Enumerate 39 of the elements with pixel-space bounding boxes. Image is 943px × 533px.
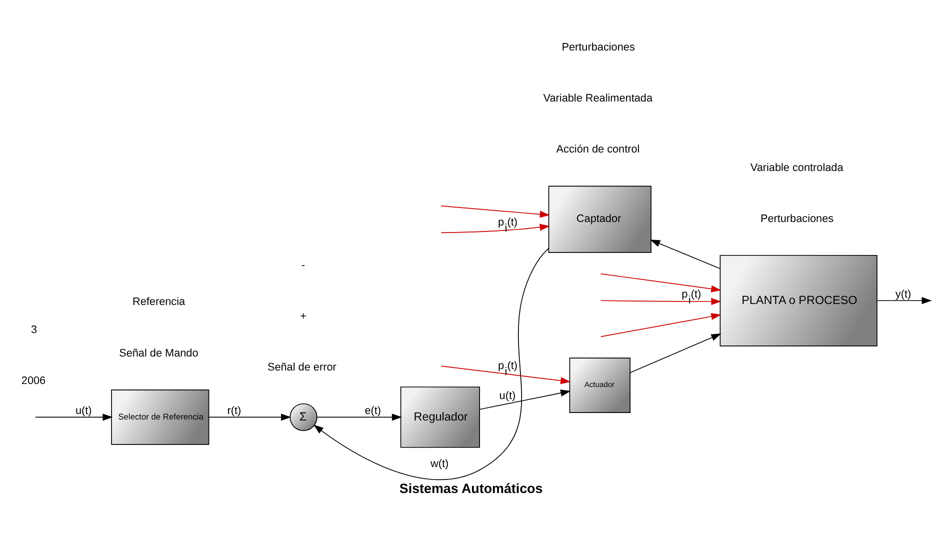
arrow: [876, 296, 932, 304]
arrow: [208, 413, 292, 420]
label: Variable Realimentada: [543, 92, 653, 104]
node-box: Actuador: [569, 357, 630, 412]
edge-label: w(t): [430, 457, 449, 470]
node-box: Regulador: [400, 386, 480, 448]
label: +: [300, 310, 307, 322]
arrow: [440, 223, 550, 233]
arrow: [600, 297, 722, 305]
label: Perturbaciones: [562, 40, 635, 53]
node-box: Selector de Referencia: [111, 389, 210, 444]
arrow: [316, 413, 402, 420]
node-circle: Σ: [290, 402, 318, 430]
node-box: PLANTA o PROCESO: [720, 254, 878, 346]
edge-label: r(t): [227, 404, 242, 417]
label: Variable controlada: [750, 162, 844, 174]
label: Acción de control: [556, 143, 640, 156]
caption: Sistemas Automáticos: [399, 480, 543, 496]
label: Señal de Mando: [119, 346, 198, 359]
label: -: [301, 258, 306, 271]
label: Referencia: [132, 296, 186, 308]
arrow: [600, 312, 722, 337]
label: Perturbaciones: [760, 212, 834, 225]
arrow: [440, 205, 550, 218]
arrow: [630, 333, 722, 373]
arrow: [600, 272, 722, 292]
edge-label: u(t): [75, 404, 92, 417]
label: Señal de error: [267, 361, 336, 374]
arrow: [313, 248, 549, 480]
edge-label: y(t): [895, 288, 912, 300]
arrow: [440, 365, 571, 384]
arrow: [650, 239, 720, 268]
arrow: [479, 389, 571, 410]
label: 3: [31, 323, 38, 336]
label: 2006: [21, 374, 46, 386]
edge-label: u(t): [499, 390, 516, 402]
arrow: [34, 413, 113, 420]
node-box: Captador: [548, 185, 652, 252]
edge-label: e(t): [364, 404, 382, 417]
